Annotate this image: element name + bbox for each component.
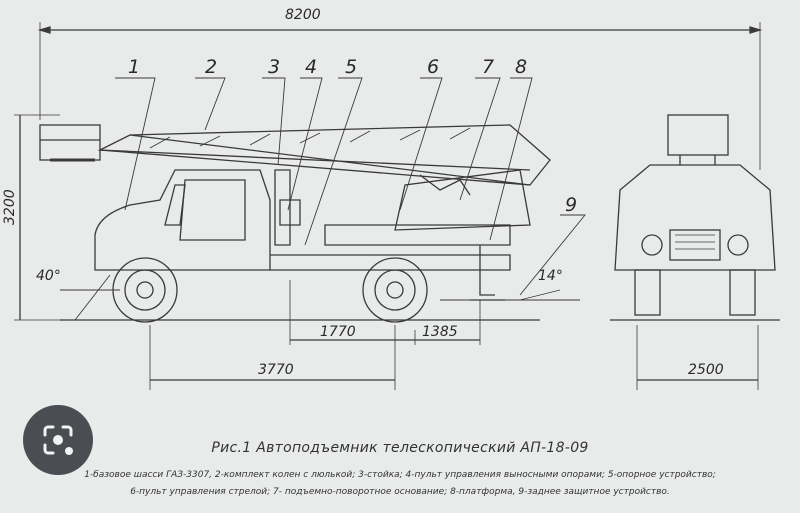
truck-front-view <box>610 114 780 321</box>
dimension-width <box>636 325 759 390</box>
dimension-wheelbase <box>149 325 396 390</box>
callout-7: 7 <box>482 56 494 78</box>
callout-3: 3 <box>268 56 280 78</box>
dim-label-height: 3200 <box>2 189 18 225</box>
dim-label-rear-a: 1770 <box>320 324 356 340</box>
callout-6: 6 <box>427 56 439 78</box>
callout-9: 9 <box>565 194 577 216</box>
figure-legend-line-2: 6-пульт управления стрелой; 7- подъемно-… <box>130 487 670 497</box>
dimension-rear <box>289 280 481 345</box>
callout-8: 8 <box>515 56 527 78</box>
dim-label-wheelbase: 3770 <box>258 362 294 378</box>
boom <box>97 124 551 186</box>
dimension-overall-length <box>37 22 763 170</box>
dimension-height <box>14 114 120 321</box>
dim-label-rear-b: 1385 <box>422 324 458 340</box>
angle-label-front: 40° <box>36 268 61 284</box>
callout-1: 1 <box>128 56 140 78</box>
truck-side-view <box>94 169 531 323</box>
dim-label-overall-length: 8200 <box>285 7 321 23</box>
camera-search-button[interactable] <box>23 405 93 475</box>
basket <box>39 124 101 162</box>
angle-label-rear: 14° <box>538 268 563 284</box>
callout-leaders <box>115 77 586 296</box>
figure-legend-line-1: 1-базовое шасси ГАЗ-3307, 2-комплект кол… <box>84 470 716 480</box>
callout-2: 2 <box>205 56 217 78</box>
camera-search-icon <box>43 425 73 455</box>
dim-label-width: 2500 <box>688 362 724 378</box>
figure-caption-title: Рис.1 Автоподъемник телескопический АП-1… <box>211 440 589 456</box>
callout-5: 5 <box>345 56 357 78</box>
callout-4: 4 <box>305 56 317 78</box>
